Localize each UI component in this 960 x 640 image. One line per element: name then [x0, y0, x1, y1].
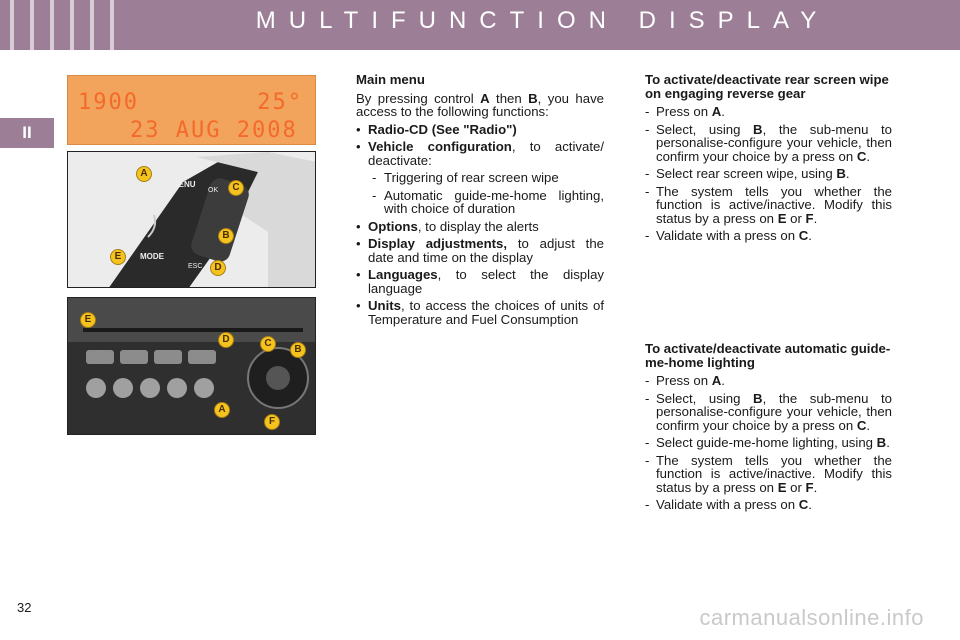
marker-e: E	[80, 312, 96, 328]
step-item: The system tells you whether the functio…	[645, 184, 892, 226]
marker-c: C	[260, 336, 276, 352]
guide-me-home-heading: To activate/deactivate automatic guide-m…	[645, 341, 891, 370]
vehicle-sub-item: Automatic guide-me-home lighting, with c…	[356, 188, 604, 216]
menu-item-radio: Radio-CD (See "Radio")	[356, 122, 604, 137]
step-item: The system tells you whether the functio…	[645, 453, 892, 495]
marker-a: A	[214, 402, 230, 418]
step-item: Press on A.	[645, 105, 892, 119]
stalk-control-photo: MENU MODE ESC OK A C B E D	[67, 151, 316, 288]
stalk-illustration: MENU MODE ESC OK	[68, 152, 315, 287]
watermark: carmanualsonline.info	[699, 605, 924, 630]
rear-wipe-heading: To activate/deactivate rear screen wipe …	[645, 72, 889, 101]
radio-illustration	[68, 298, 315, 434]
guide-me-home-section: To activate/deactivate automatic guide-m…	[645, 342, 892, 516]
lcd-temperature: 25°	[257, 90, 303, 115]
stalk-label-esc: ESC	[188, 263, 202, 270]
step-item: Press on A.	[645, 374, 892, 388]
vehicle-sub-item: Triggering of rear screen wipe	[356, 171, 604, 185]
main-menu-section: Main menu By pressing control A then B, …	[356, 73, 604, 330]
step-item: Validate with a press on C.	[645, 229, 892, 243]
rear-wipe-section: To activate/deactivate rear screen wipe …	[645, 73, 892, 247]
marker-c: C	[228, 180, 244, 196]
stalk-label-menu: MENU	[172, 180, 196, 189]
main-menu-intro: By pressing control A then B, you have a…	[356, 90, 604, 119]
step-item: Select guide-me-home lighting, using B.	[645, 436, 892, 450]
marker-d: D	[210, 260, 226, 276]
menu-item-display: Display adjustments, to adjust the date …	[356, 237, 604, 264]
stalk-label-mode: MODE	[140, 252, 165, 261]
chapter-tab: II	[0, 118, 54, 148]
menu-item-options: Options, to display the alerts	[356, 219, 604, 234]
marker-b: B	[290, 342, 306, 358]
menu-item-languages: Languages, to select the display languag…	[356, 268, 604, 295]
lcd-time: 1900	[78, 90, 139, 115]
menu-item-units: Units, to access the choices of units of…	[356, 299, 604, 326]
radio-panel-photo: E D C B A F	[67, 297, 316, 435]
marker-a: A	[136, 166, 152, 182]
step-item: Validate with a press on C.	[645, 498, 892, 512]
page-header: MULTIFUNCTION DISPLAY	[0, 0, 960, 50]
lcd-date: 23 AUG 2008	[130, 118, 298, 143]
menu-item-vehicle: Vehicle configuration, to activate/ deac…	[356, 140, 604, 167]
step-item: Select rear screen wipe, using B.	[645, 167, 892, 181]
lcd-display-image: 1900 25° 23 AUG 2008	[67, 75, 316, 145]
step-item: Select, using B, the sub-menu to persona…	[645, 122, 892, 164]
step-item: Select, using B, the sub-menu to persona…	[645, 391, 892, 433]
page-title: MULTIFUNCTION DISPLAY	[255, 7, 830, 34]
marker-d: D	[218, 332, 234, 348]
marker-b: B	[218, 228, 234, 244]
stalk-label-ok: OK	[208, 187, 218, 194]
marker-f: F	[264, 414, 280, 430]
marker-e: E	[110, 249, 126, 265]
main-menu-heading: Main menu	[356, 72, 425, 87]
header-stripes	[10, 0, 130, 50]
page-number: 32	[17, 600, 32, 615]
